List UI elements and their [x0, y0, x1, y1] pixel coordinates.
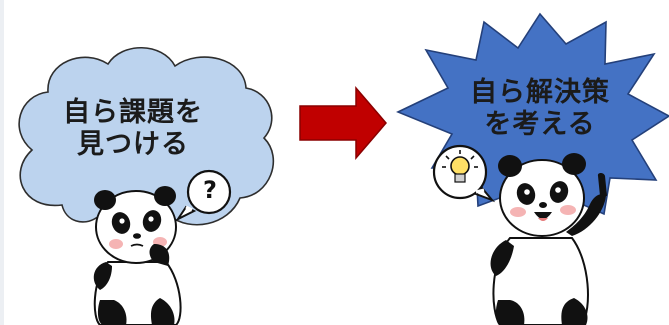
star-caption: 自ら解決策 を考える — [456, 77, 624, 141]
thinking-panda — [93, 186, 182, 325]
left-edge-strip — [0, 0, 4, 325]
cloud-caption-line2: 見つける — [77, 128, 189, 160]
cloud-caption: 自ら課題を 見つける — [58, 97, 208, 161]
right-arrow — [299, 85, 387, 161]
star-caption-line1: 自ら解決策 — [470, 77, 610, 108]
star-caption-line2: を考える — [484, 108, 596, 140]
cloud-caption-line1: 自ら課題を — [63, 97, 203, 128]
question-bubble — [175, 169, 232, 222]
question-mark-icon: ? — [203, 176, 217, 204]
lightbulb-icon — [442, 150, 478, 183]
idea-bubble — [432, 144, 496, 203]
idea-panda — [490, 153, 607, 325]
